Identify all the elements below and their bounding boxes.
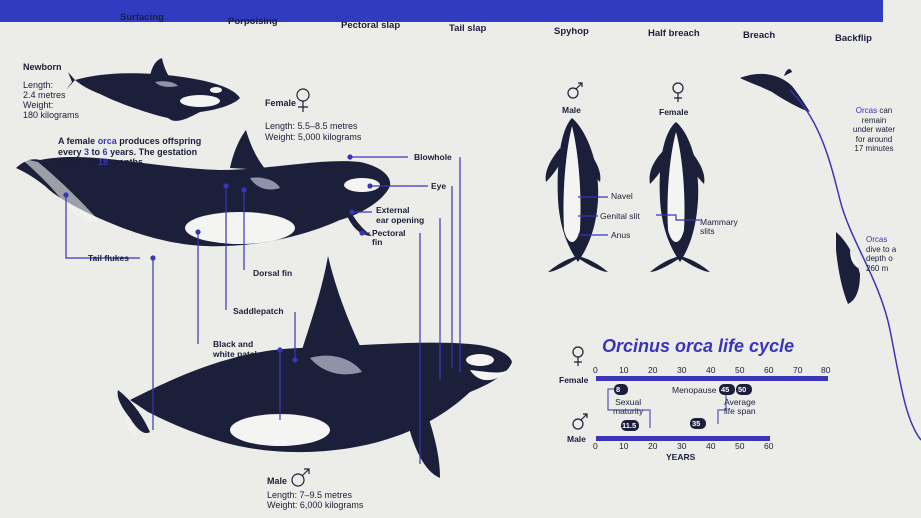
offspring-text-2: produces offspring (116, 136, 202, 146)
label-genital-slit: Genital slit (600, 211, 640, 221)
female-tick: 30 (677, 365, 687, 375)
male-tick: 10 (619, 441, 629, 451)
offspring-min-years: 3 (84, 146, 90, 157)
label-menopause: Menopause (672, 385, 717, 395)
leader-lines (63, 154, 700, 464)
label-black-white-patches: Black and white patches (213, 339, 270, 359)
female-tick: 0 (593, 365, 598, 375)
label-tail-flukes: Tail flukes (88, 253, 129, 263)
female-tick: 50 (735, 365, 745, 375)
dive-duration-text: can remain under water for around 17 min… (852, 106, 896, 153)
label-sexual-maturity: Sexual maturity (613, 397, 644, 416)
behaviour-pectoral-slap: Pectoral slap (341, 20, 401, 31)
newborn-length-label: Length: (23, 80, 54, 90)
label-saddlepatch: Saddlepatch (233, 306, 284, 316)
label-dorsal-fin: Dorsal fin (253, 268, 293, 278)
behaviour-breach: Breach (743, 30, 776, 41)
marker-male-maturity: 11.5 (622, 421, 637, 430)
male-length: Length: 7–9.5 metres (267, 490, 353, 500)
lifecycle-female-label: Female (559, 375, 589, 385)
male-underside (545, 118, 608, 272)
label-anus: Anus (611, 230, 631, 240)
newborn-length: 2.4 metres (23, 90, 66, 100)
label-blowhole: Blowhole (414, 152, 452, 162)
dive-depth-text: dive to a depth o 260 m (866, 244, 897, 273)
behaviour-backflip: Backflip (835, 33, 872, 44)
lifecycle-chart (596, 376, 828, 441)
label-mammary-slits: Mammary slits (700, 217, 738, 236)
lifecycle-years-label: YEARS (666, 452, 696, 462)
label-pectoral-fin: Pectoral fin (372, 228, 406, 247)
lifecycle-male-label: Male (567, 434, 586, 444)
male-tick: 20 (648, 441, 658, 451)
underside-female-label: Female (659, 107, 689, 117)
offspring-max-years: 6 (102, 146, 108, 157)
label-average-life-span: Average life span (724, 397, 756, 416)
label-eye: Eye (431, 181, 447, 191)
behaviour-half-breach: Half breach (648, 28, 700, 39)
label-navel: Navel (611, 191, 633, 201)
female-tick: 20 (648, 365, 658, 375)
male-tick: 50 (735, 441, 745, 451)
behaviour-surfacing: Surfacing (120, 12, 164, 23)
female-weight: Weight: 5,000 kilograms (265, 132, 362, 142)
dive-depth-note: Orcas dive to a depth o 260 m (866, 235, 921, 273)
offspring-text-4: to (89, 146, 103, 157)
underside-male-label: Male (562, 105, 581, 115)
female-tick: 60 (764, 365, 774, 375)
offspring-note: A female orca produces offspring every 3… (58, 136, 248, 168)
marker-menopause-start: 45 (721, 385, 730, 394)
female-length: Length: 5.5–8.5 metres (265, 121, 358, 131)
male-tick: 0 (593, 441, 598, 451)
offspring-orca: orca (97, 136, 117, 146)
male-orca (117, 256, 512, 478)
behaviour-spyhop: Spyhop (554, 26, 589, 37)
offspring-gestation: 18 (98, 157, 109, 167)
offspring-text-7: months. (108, 157, 146, 167)
male-tick: 40 (706, 441, 716, 451)
male-tick: 30 (677, 441, 687, 451)
dive-duration-note: Orcas can remain under water for around … (843, 106, 905, 154)
marker-menopause-end: 50 (738, 385, 747, 394)
female-tick: 80 (821, 365, 831, 375)
newborn-weight: 180 kilograms (23, 110, 80, 120)
dive-duration-orcas: Orcas (855, 106, 878, 115)
female-orca (16, 130, 391, 247)
sex-symbols (291, 82, 684, 487)
newborn-weight-label: Weight: (23, 100, 54, 110)
offspring-text-3: every (58, 146, 85, 157)
offspring-text-1: A female (58, 136, 98, 146)
female-title: Female (265, 98, 297, 108)
male-title: Male (267, 476, 288, 486)
male-tick: 60 (764, 441, 774, 451)
female-tick: 70 (793, 365, 803, 375)
newborn-title: Newborn (23, 62, 62, 72)
newborn-orca (66, 58, 240, 121)
offspring-text-5: years. The gestation (107, 146, 198, 157)
male-weight: Weight: 6,000 kilograms (267, 500, 364, 510)
lifecycle-title: Orcinus orca life cycle (602, 336, 795, 356)
female-underside (649, 122, 710, 272)
marker-female-maturity: 8 (616, 385, 621, 394)
female-tick: 40 (706, 365, 716, 375)
diving-orcas (740, 69, 921, 441)
dive-depth-orcas: Orcas (866, 235, 888, 244)
female-tick: 10 (619, 365, 629, 375)
label-ear-opening: External ear opening (376, 205, 425, 225)
behaviour-porpoising: Porpoising (228, 16, 278, 27)
marker-male-life-span: 35 (692, 419, 701, 428)
top-banner (0, 0, 883, 22)
behaviour-tail-slap: Tail slap (449, 23, 487, 34)
offspring-text-6: period is (58, 157, 99, 167)
